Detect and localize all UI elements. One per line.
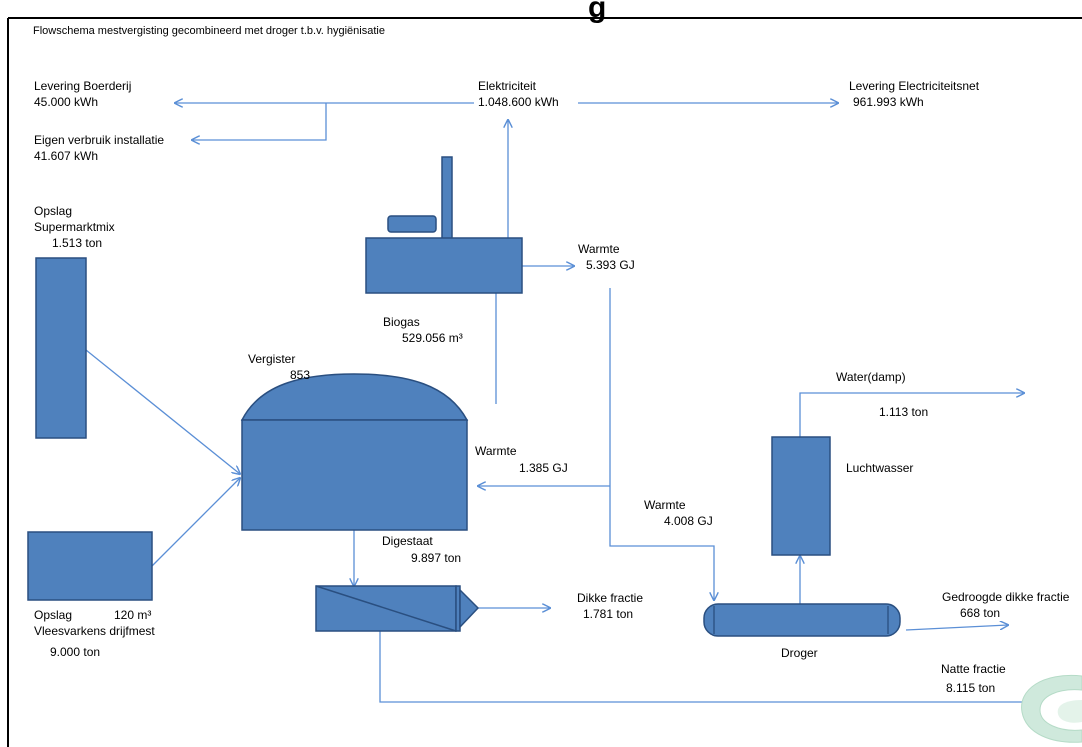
label-vergister: Vergister [248,352,296,366]
label-waterdamp: Water(damp) [836,370,906,384]
chp-unit [365,156,523,294]
value-elektriciteit: 1.048.600 kWh [478,95,559,109]
label-luchtwasser: Luchtwasser [846,461,914,475]
value-warmte-vergister: 1.385 GJ [519,461,568,475]
label-opslag-drijfmest: Opslag [34,608,73,622]
value-levering-net: 961.993 kWh [853,95,924,109]
label-levering-boerderij: Levering Boerderij [34,79,132,93]
droger-unit [703,603,901,637]
label-warmte-chp: Warmte [578,242,620,256]
value-opslag-volume: 120 m³ [114,608,152,622]
label-eigen-verbruik: Eigen verbruik installatie [34,133,165,147]
vergister-tank [240,373,469,531]
label-warmte-droger: Warmte [644,498,686,512]
label-biogas: Biogas [383,315,420,329]
value-vergister: 853 [290,368,311,382]
value-biogas: 529.056 m³ [402,331,463,345]
label-droger: Droger [781,646,818,660]
value-dikke-fractie: 1.781 ton [583,607,634,621]
chp-body [365,237,523,294]
value-eigen-verbruik: 41.607 kWh [34,149,99,163]
label-natte-fractie: Natte fractie [941,662,1006,676]
label-warmte-vergister: Warmte [475,444,517,458]
arrow-drijfmest [151,478,240,567]
label-supermarktmix: Supermarktmix [34,220,115,234]
label-dikke-fractie: Dikke fractie [577,591,644,605]
label-gedroogde-fractie: Gedroogde dikke fractie [942,590,1070,604]
value-waterdamp: 1.113 ton [879,405,929,419]
swirl-logo-icon [1021,674,1082,743]
value-supermarktmix: 1.513 ton [52,236,103,250]
arrow-gedroogde [905,625,1008,631]
value-digestaat: 9.897 ton [411,551,462,565]
value-levering-boerderij: 45.000 kWh [34,95,99,109]
scheider-unit [315,585,480,632]
label-elektriciteit: Elektriciteit [478,79,537,93]
chp-engine [387,215,437,233]
label-digestaat: Digestaat [382,534,433,548]
arrow-eigen-verbruik [192,103,327,140]
luchtwasser-tank [771,436,831,556]
scheider-flange [455,585,461,632]
value-gedroogde-fractie: 668 ton [960,606,1001,620]
header-fragment: g [588,0,607,24]
opslag-supermarktmix-tank [35,257,87,439]
value-vleesvarkens: 9.000 ton [50,645,101,659]
arrow-supermarktmix [85,349,240,474]
label-levering-net: Levering Electriciteitsnet [849,79,980,93]
opslag-drijfmest-tank [27,531,153,601]
arrow-waterdamp [799,393,1024,437]
scheider-diagonal [315,585,457,632]
arrow-natte-fractie [379,631,1036,702]
value-natte-fractie: 8.115 ton [946,681,996,695]
vergister-body [241,419,468,531]
value-warmte-chp: 5.393 GJ [586,258,635,272]
vergister-dome [240,373,469,421]
arrow-warmte-droger [609,288,714,600]
label-vleesvarkens: Vleesvarkens drijfmest [34,624,155,638]
chp-chimney [441,156,453,240]
droger-body [703,603,901,637]
label-opslag-supermarktmix: Opslag [34,204,73,218]
value-warmte-droger: 4.008 GJ [664,514,713,528]
scheider-nozzle [459,588,480,629]
page-title: Flowschema mestvergisting gecombineerd m… [33,25,385,37]
